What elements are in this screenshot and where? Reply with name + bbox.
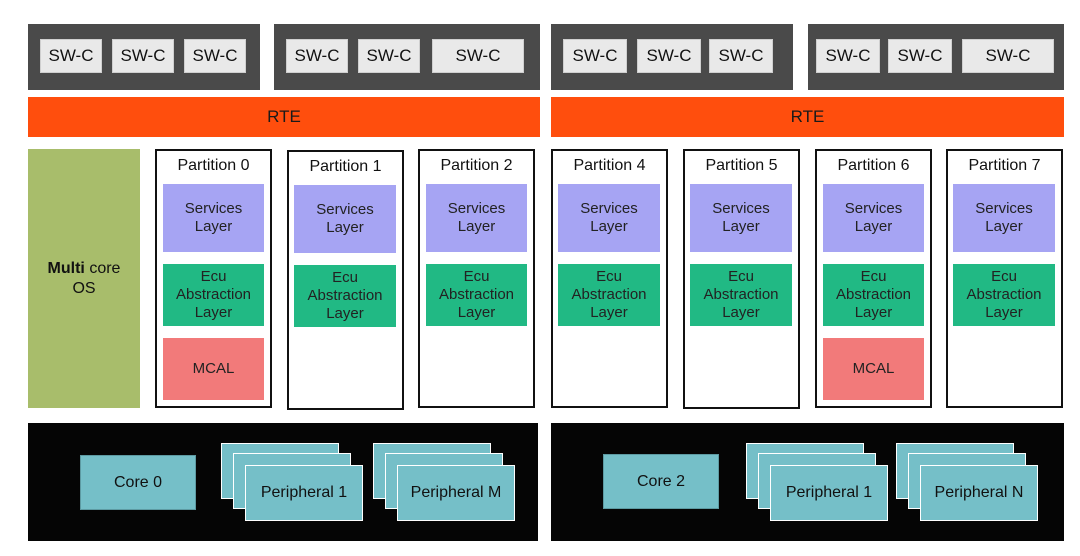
ecu-abstraction-layer: Ecu Abstraction Layer [953,264,1055,326]
partition-1: Partition 1 Services Layer Ecu Abstracti… [287,150,404,410]
partition-4: Partition 4 Services Layer Ecu Abstracti… [551,149,668,408]
services-layer: Services Layer [690,184,792,252]
ecu-abstraction-layer: Ecu Abstraction Layer [823,264,924,326]
swc-box: SW-C [709,39,773,73]
ecu-abstraction-layer: Ecu Abstraction Layer [163,264,264,326]
os-label-line1: Multi core [48,259,121,279]
peripheral-box: Peripheral N [920,465,1038,521]
core-box: Core 0 [80,455,196,510]
partition-title: Partition 7 [968,157,1041,174]
swc-box: SW-C [112,39,174,73]
swc-group-4: SW-C SW-C SW-C [808,24,1064,90]
services-layer: Services Layer [823,184,924,252]
swc-box: SW-C [816,39,880,73]
core-box: Core 2 [603,454,719,509]
services-layer: Services Layer [953,184,1055,252]
swc-box: SW-C [358,39,420,73]
peripheral-box: Peripheral M [397,465,515,521]
ecu-abstraction-layer: Ecu Abstraction Layer [294,265,396,327]
swc-box: SW-C [888,39,952,73]
rte-bar-left: RTE [28,97,540,137]
peripheral-stack: Peripheral M [373,443,518,523]
peripheral-box: Peripheral 1 [770,465,888,521]
peripheral-stack: Peripheral 1 [221,443,366,523]
swc-box: SW-C [286,39,348,73]
services-layer: Services Layer [426,184,527,252]
swc-box: SW-C [184,39,246,73]
partition-7: Partition 7 Services Layer Ecu Abstracti… [946,149,1063,408]
partition-title: Partition 0 [177,157,250,174]
peripheral-box: Peripheral 1 [245,465,363,521]
ecu-abstraction-layer: Ecu Abstraction Layer [690,264,792,326]
os-label-line2: OS [72,279,96,297]
swc-box: SW-C [563,39,627,73]
ecu-abstraction-layer: Ecu Abstraction Layer [558,264,660,326]
mcal-layer: MCAL [823,338,924,400]
partition-5: Partition 5 Services Layer Ecu Abstracti… [683,149,800,409]
mcal-layer: MCAL [163,338,264,400]
partition-2: Partition 2 Services Layer Ecu Abstracti… [418,149,535,408]
partition-title: Partition 1 [309,158,382,175]
partition-6: Partition 6 Services Layer Ecu Abstracti… [815,149,932,408]
partition-title: Partition 6 [837,157,910,174]
os-label-bold: Multi [47,259,85,277]
services-layer: Services Layer [558,184,660,252]
services-layer: Services Layer [163,184,264,252]
ecu-abstraction-layer: Ecu Abstraction Layer [426,264,527,326]
multicore-os-block: Multi core OS [28,149,140,408]
partition-0: Partition 0 Services Layer Ecu Abstracti… [155,149,272,408]
partition-title: Partition 2 [440,157,513,174]
swc-box: SW-C [432,39,524,73]
swc-box: SW-C [637,39,701,73]
hardware-block-right: Core 2 Peripheral 1 Peripheral N [551,423,1064,541]
rte-bar-right: RTE [551,97,1064,137]
swc-group-2: SW-C SW-C SW-C [274,24,540,90]
partition-title: Partition 5 [705,157,778,174]
hardware-block-left: Core 0 Peripheral 1 Peripheral M [28,423,538,541]
swc-group-3: SW-C SW-C SW-C [551,24,793,90]
partition-title: Partition 4 [573,157,646,174]
peripheral-stack: Peripheral 1 [746,443,891,523]
services-layer: Services Layer [294,185,396,253]
swc-box: SW-C [962,39,1054,73]
swc-group-1: SW-C SW-C SW-C [28,24,260,90]
swc-box: SW-C [40,39,102,73]
peripheral-stack: Peripheral N [896,443,1041,523]
os-label-rest: core [84,259,121,277]
